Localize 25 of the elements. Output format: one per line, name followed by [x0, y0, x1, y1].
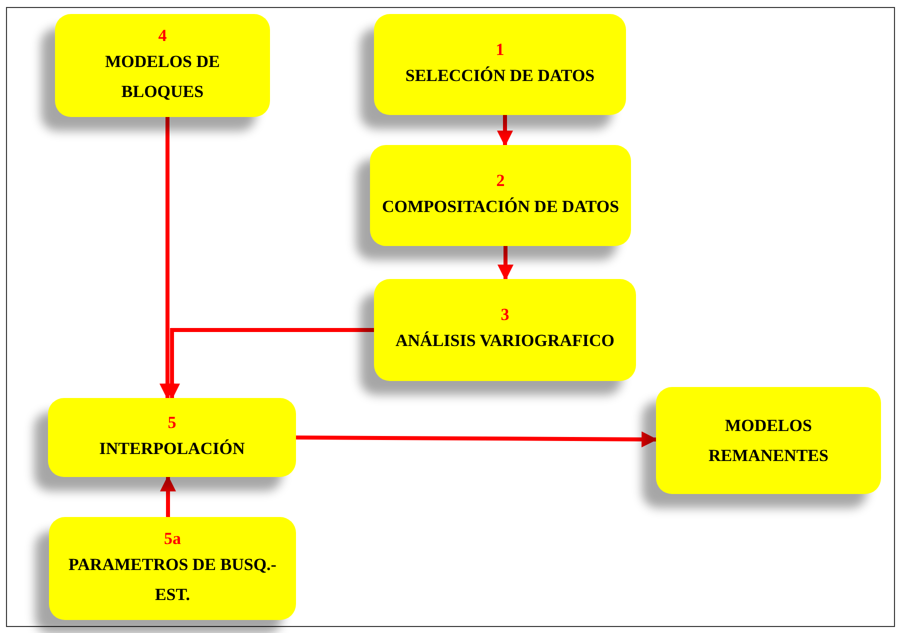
- process-box: [374, 279, 636, 381]
- arrow: [160, 475, 176, 517]
- step-number: 2: [496, 170, 505, 192]
- process-box: [48, 398, 296, 477]
- step-label: PARAMETROS DE BUSQ.-EST.: [68, 554, 278, 606]
- step-label: ANÁLISIS VARIOGRAFICO: [395, 330, 614, 352]
- step-number: 4: [158, 24, 167, 46]
- step-label: MODELOS REMANENTES: [708, 414, 830, 466]
- step-label: MODELOS DE BLOQUES: [104, 50, 221, 102]
- step-label: INTERPOLACIÓN: [99, 438, 245, 460]
- arrow: [498, 246, 514, 281]
- process-box: [374, 14, 626, 115]
- process-box: [49, 517, 296, 620]
- arrow: [296, 431, 658, 448]
- arrow: [164, 328, 374, 400]
- step-number: 5a: [164, 528, 181, 550]
- step-label: COMPOSITACIÓN DE DATOS: [382, 196, 620, 218]
- process-box: [55, 14, 270, 117]
- process-box: [370, 145, 631, 246]
- step-number: 1: [496, 38, 504, 60]
- step-label: SELECCIÓN DE DATOS: [405, 64, 595, 86]
- step-number: 3: [500, 304, 510, 326]
- step-number: 5: [168, 412, 176, 434]
- arrow: [497, 115, 513, 147]
- process-box: [656, 387, 881, 494]
